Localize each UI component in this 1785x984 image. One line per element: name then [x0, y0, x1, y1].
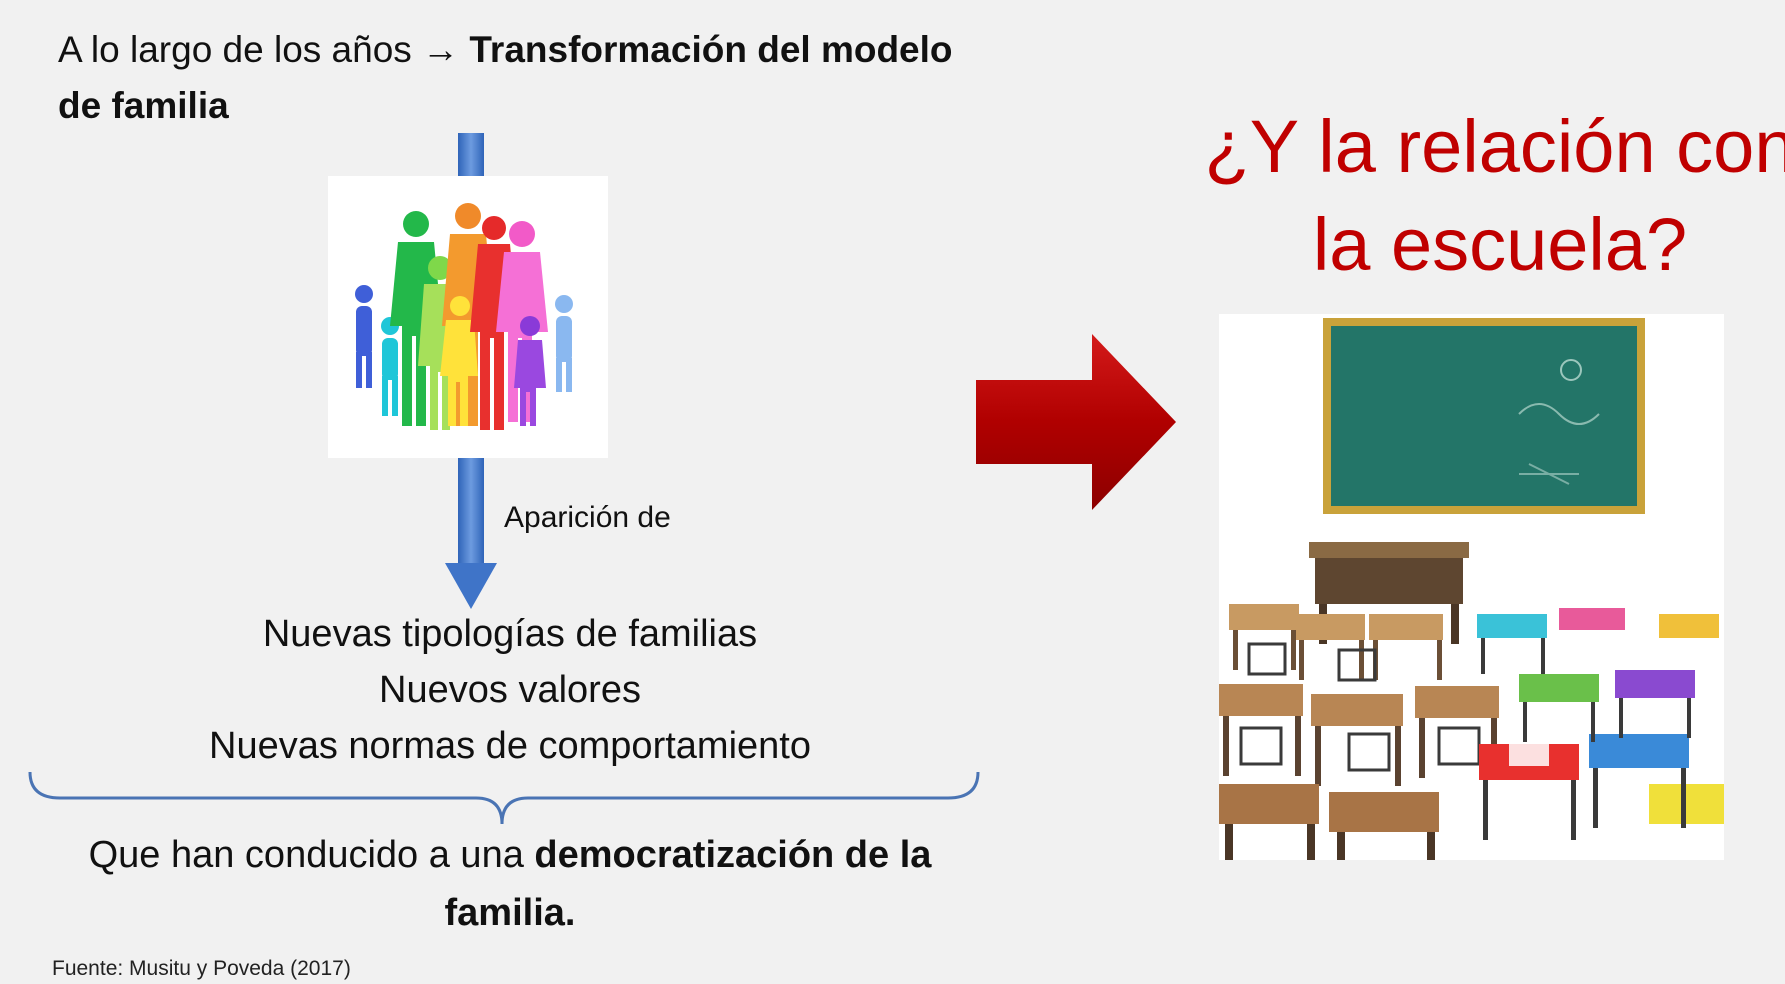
classroom-image: [1219, 314, 1724, 860]
slide-heading: A lo largo de los años → Transformación …: [58, 22, 958, 134]
heading-bold: Transformación del modelo de familia: [58, 29, 953, 126]
list-item: Nuevos valores: [379, 669, 641, 711]
list-item: Nuevas normas de comportamiento: [209, 725, 811, 767]
conclusion-text: Que han conducido a una democratización …: [40, 826, 980, 942]
question-heading: ¿Y la relación con la escuela?: [1180, 98, 1785, 294]
new-items-list: Nuevas tipologías de familias Nuevos val…: [110, 606, 910, 774]
heading-prefix: A lo largo de los años →: [58, 29, 470, 70]
source-citation: Fuente: Musitu y Poveda (2017): [52, 957, 351, 980]
question-line-1: ¿Y la relación con: [1204, 105, 1785, 188]
family-image: [328, 176, 608, 458]
list-item: Nuevas tipologías de familias: [262, 613, 758, 655]
classroom-icon: [1219, 318, 1724, 860]
curly-brace: [28, 771, 980, 825]
question-line-2: la escuela?: [1312, 203, 1688, 286]
family-silhouettes-icon: [355, 203, 573, 430]
arrow-label: Aparición de: [504, 501, 671, 534]
red-right-arrow: [976, 334, 1176, 510]
conclusion-prefix: Que han conducido a una: [88, 834, 535, 876]
conclusion-bold: democratización de la familia.: [444, 834, 932, 934]
